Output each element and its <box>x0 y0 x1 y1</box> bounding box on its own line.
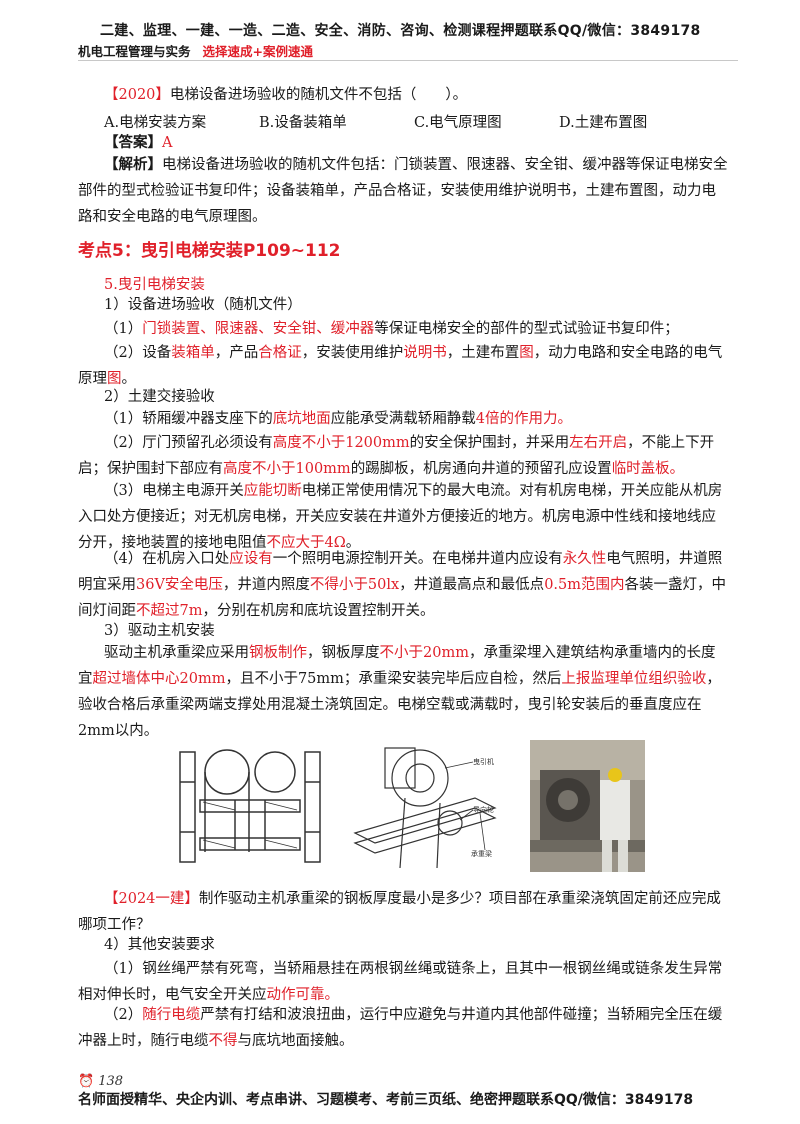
s4-p1: （1）钢丝绳严禁有死弯，当轿厢悬挂在两根钢丝绳或链条上，且其中一根钢丝绳或链条发… <box>78 961 723 1003</box>
option-c: C.电气原理图 <box>414 115 502 131</box>
s1-p2: （2）设备装箱单，产品合格证，安装使用维护说明书，土建布置图，动力电路和安全电路… <box>78 345 723 387</box>
analysis-block: 【解析】电梯设备进场验收的随机文件包括：门锁装置、限速器、安全钳、缓冲器等保证电… <box>78 152 728 230</box>
header-contact-line: 二建、监理、一建、一造、二造、安全、消防、咨询、检测课程押题联系QQ/微信：38… <box>100 23 701 39</box>
s2-p2: （2）厅门预留孔必须设有高度不小于1200mm的安全保护围封，并采用左右开启，不… <box>78 435 715 477</box>
option-a: A.电梯安装方案 <box>104 115 207 131</box>
s3-title: 3）驱动主机安装 <box>104 623 215 639</box>
analysis-label: 【解析】 <box>104 156 162 173</box>
subject-highlight: 选择速成+案例速通 <box>202 44 313 59</box>
question-2024-tag: 【2024一建】 <box>104 891 199 907</box>
s2-p3: （3）电梯主电源开关应能切断电梯正常使用情况下的最大电流。对有机房电梯，开关应能… <box>78 483 723 551</box>
section-title: 5.曳引电梯安装 <box>104 277 205 293</box>
answer-line: 【答案】A <box>104 130 754 156</box>
s4-title: 4）其他安装要求 <box>104 937 215 953</box>
s1-title: 1）设备进场验收（随机文件） <box>104 297 302 313</box>
question-tag: 【2020】 <box>104 87 170 103</box>
option-b: B.设备装箱单 <box>259 115 347 131</box>
page-number-text: 138 <box>98 1074 124 1089</box>
label-bearing-beam: 承重梁 <box>471 849 492 858</box>
answer-value: A <box>162 135 173 151</box>
question-2024: 【2024一建】制作驱动主机承重梁的钢板厚度最小是多少？项目部在承重梁浇筑固定前… <box>78 886 728 938</box>
question-options: A.电梯安装方案 B.设备装箱单 C.电气原理图 D.土建布置图 <box>104 111 724 132</box>
label-traction-machine: 曳引机 <box>473 757 494 766</box>
s1-p1: （1）门锁装置、限速器、安全钳、缓冲器等保证电梯安全的部件的型式试验证书复印件； <box>104 321 679 337</box>
subject-title: 机电工程管理与实务 <box>78 44 191 59</box>
analysis-text: 电梯设备进场验收的随机文件包括：门锁装置、限速器、安全钳、缓冲器等保证电梯安全部… <box>78 157 728 225</box>
s2-p4: （4）在机房入口处应设有一个照明电源控制开关。在电梯井道内应设有永久性电气照明，… <box>78 551 726 619</box>
subject-line: 机电工程管理与实务选择速成+案例速通 <box>78 41 313 60</box>
s2-title: 2）土建交接验收 <box>104 389 215 405</box>
s2-p1: （1）轿厢缓冲器支座下的底坑地面应能承受满载轿厢静载4倍的作用力。 <box>104 411 572 427</box>
question-text: 电梯设备进场验收的随机文件不包括（ ）。 <box>169 87 468 103</box>
answer-label: 【答案】 <box>104 134 162 151</box>
question-2024-text: 制作驱动主机承重梁的钢板厚度最小是多少？项目部在承重梁浇筑固定前还应完成哪项工作… <box>78 891 721 933</box>
kaodian-title: 考点5：曳引电梯安装P109~112 <box>78 241 341 261</box>
installation-photo <box>530 740 645 872</box>
page-number: ⏰138 <box>78 1074 123 1089</box>
option-d: D.土建布置图 <box>559 115 648 131</box>
label-guide-pulley: 导向轮 <box>473 805 494 814</box>
footer-contact-line: 名师面授精华、央企内训、考点串讲、习题模考、考前三页纸、绝密押题联系QQ/微信：… <box>78 1092 694 1108</box>
header-divider <box>78 60 738 61</box>
traction-machine-figure: 曳引机 导向轮 承重梁 <box>353 747 497 869</box>
question-2020: 【2020】电梯设备进场验收的随机文件不包括（ ）。 <box>104 82 724 108</box>
alarm-clock-icon: ⏰ <box>78 1074 95 1089</box>
traction-schematic-figure <box>179 749 321 863</box>
s4-p2: （2）随行电缆严禁有打结和波浪扭曲，运行中应避免与井道内其他部件碰撞；当轿厢完全… <box>78 1007 723 1049</box>
s3-p1: 驱动主机承重梁应采用钢板制作，钢板厚度不小于20mm，承重梁埋入建筑结构承重墙内… <box>78 645 721 739</box>
